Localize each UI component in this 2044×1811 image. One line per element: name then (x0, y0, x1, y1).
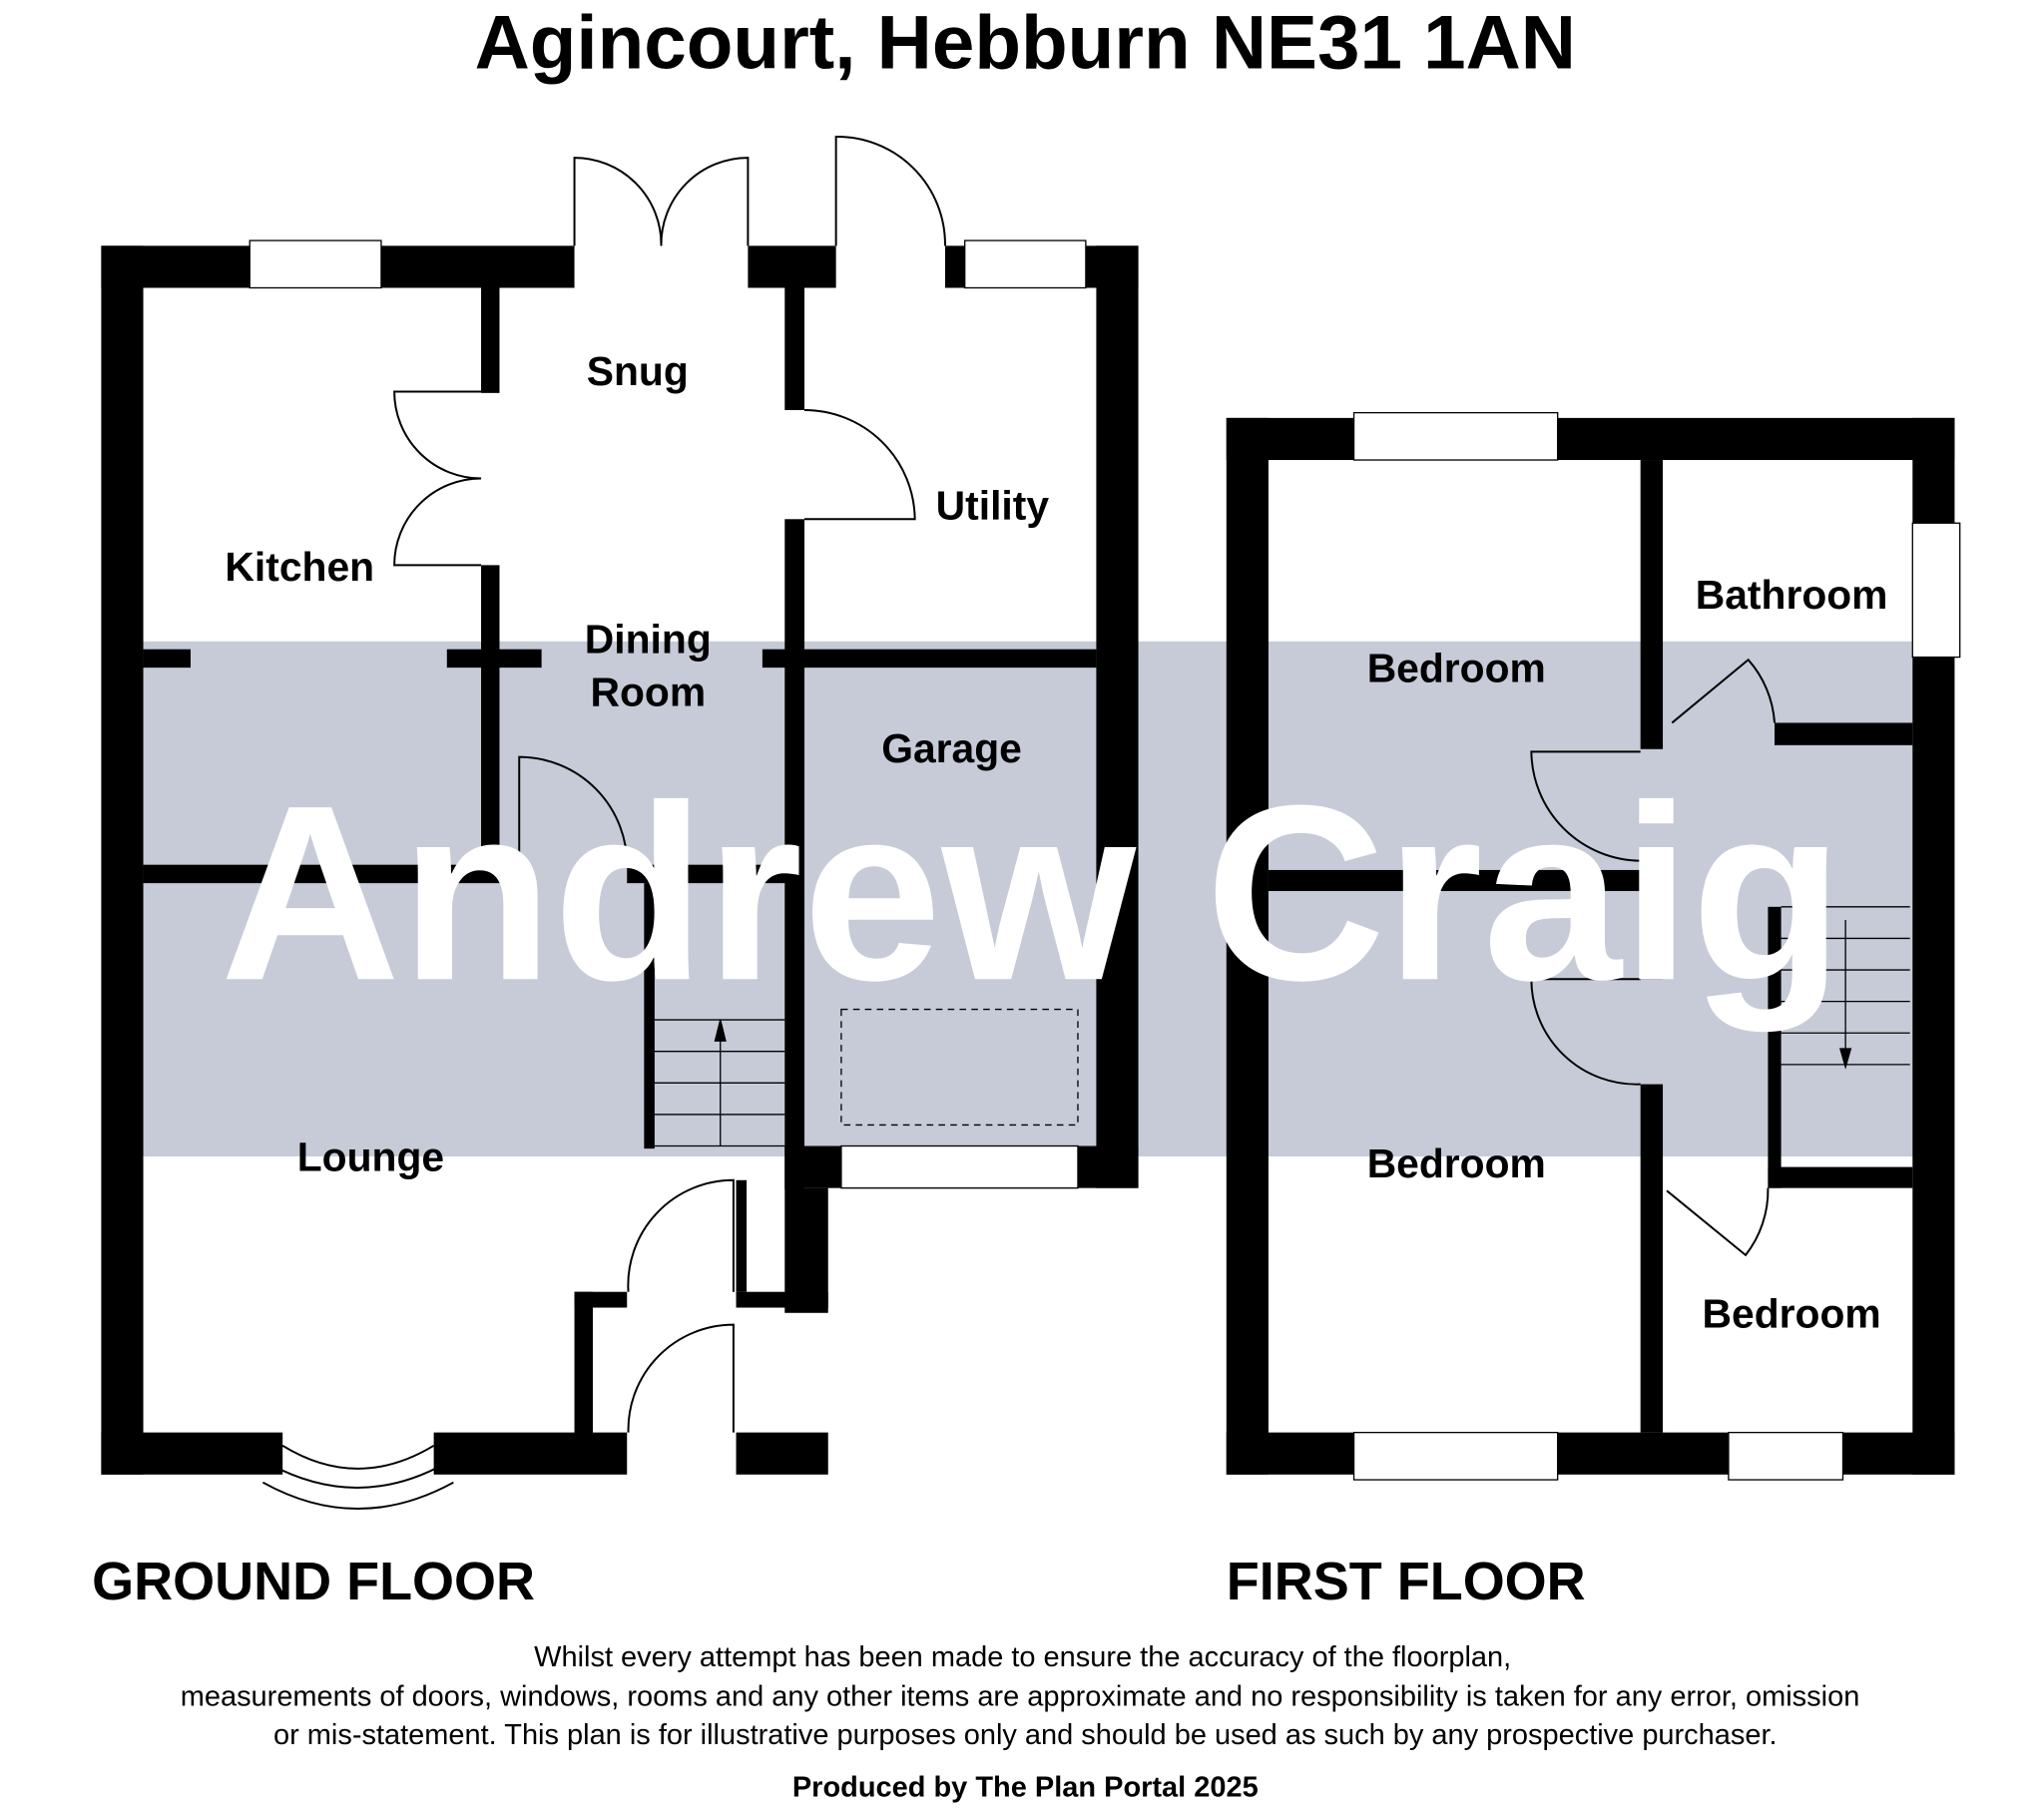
room-label-utility: Utility (936, 482, 1050, 528)
ground-floor-windows (249, 239, 1087, 1510)
page-title: Agincourt, Hebburn NE31 1AN (475, 1, 1576, 86)
first-floor-doors (1530, 658, 1776, 1257)
room-label-snug: Snug (587, 348, 689, 394)
room-label-room: Room (590, 669, 706, 714)
watermark-band (102, 641, 1946, 1157)
first-floor-windows (1352, 411, 1961, 1481)
room-label-bathroom: Bathroom (1696, 572, 1888, 618)
disclaimer-line-2: measurements of doors, windows, rooms an… (181, 1681, 1860, 1713)
room-label-lounge: Lounge (297, 1134, 444, 1180)
credit: Produced by The Plan Portal 2025 (792, 1771, 1259, 1803)
first-floor-stairs (1781, 906, 1910, 1070)
ground-floor-stairs (654, 1019, 785, 1147)
first-floor-walls (1226, 417, 1955, 1475)
first-floor-label: FIRST FLOOR (1227, 1552, 1586, 1611)
ground-floor-label: GROUND FLOOR (92, 1552, 535, 1611)
watermark-text: Andrew Craig (221, 753, 1844, 1033)
disclaimer-line-1: Whilst every attempt has been made to en… (534, 1641, 1511, 1673)
room-label-bedroom-2: Bedroom (1367, 1140, 1546, 1186)
room-label-dining: Dining (585, 617, 712, 663)
room-label-bedroom-1: Bedroom (1367, 646, 1546, 691)
ground-floor-doors (393, 136, 1079, 1433)
ground-floor-walls (101, 245, 1139, 1475)
room-label-garage: Garage (881, 725, 1022, 771)
disclaimer-line-3: or mis-statement. This plan is for illus… (273, 1719, 1778, 1751)
room-label-kitchen: Kitchen (225, 544, 374, 590)
room-label-bedroom-3: Bedroom (1703, 1290, 1881, 1336)
